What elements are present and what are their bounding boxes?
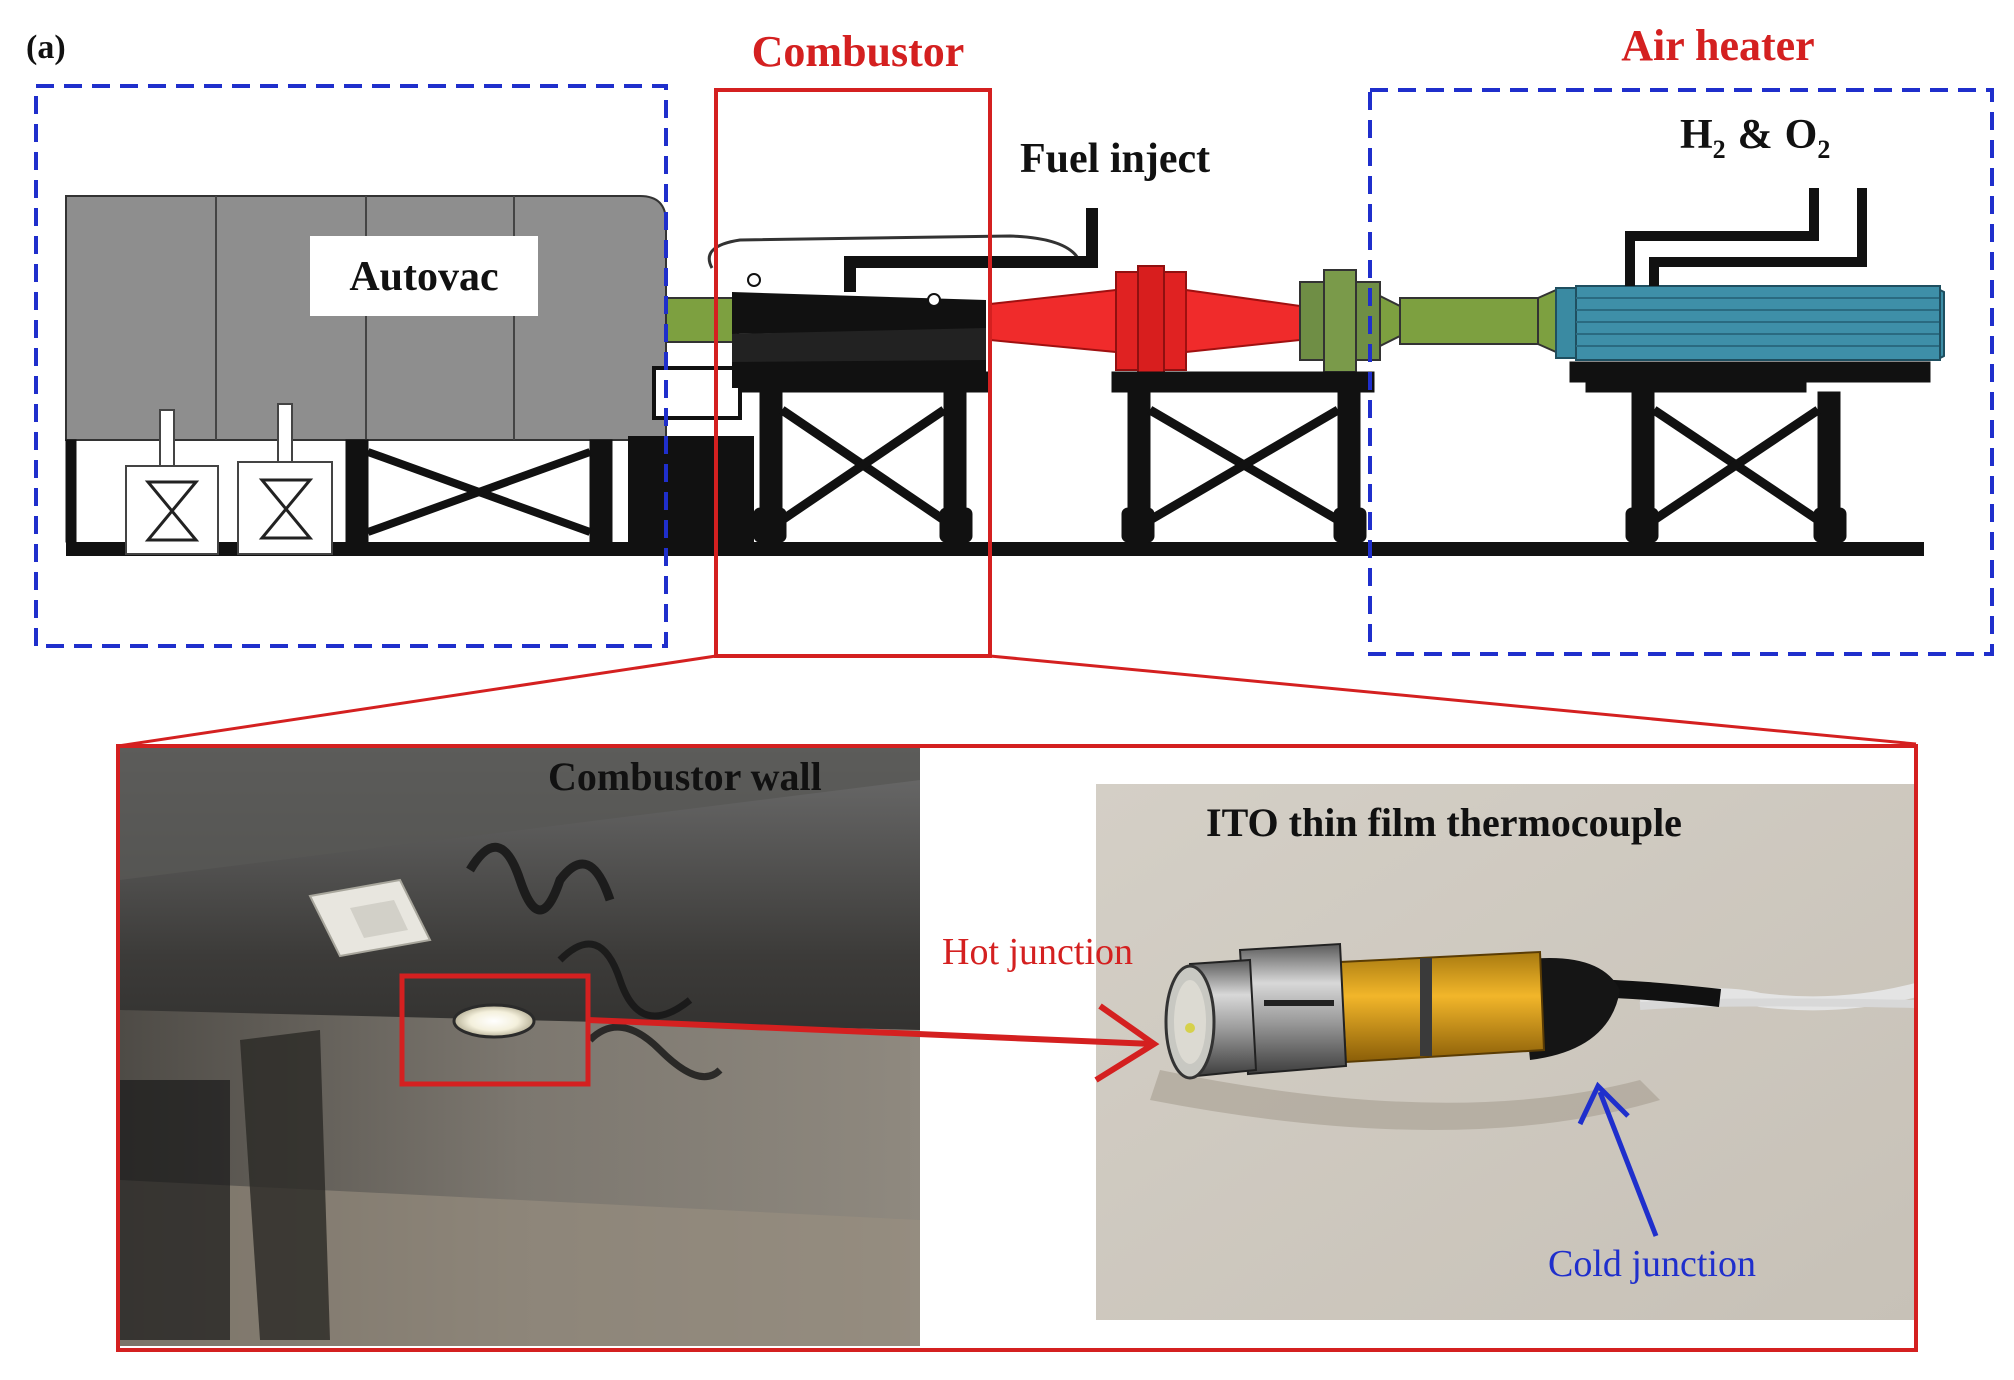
connector-box xyxy=(652,366,742,420)
cold-junction-body xyxy=(1520,958,1620,1060)
autovac-region-frame xyxy=(34,84,668,648)
valve-box-1 xyxy=(125,409,219,555)
autovac-tank: Autovac xyxy=(65,195,667,441)
h2-label: H xyxy=(1680,112,1713,158)
connection-arrow xyxy=(587,1017,1153,1047)
combustor-wall-label: Combustor wall xyxy=(548,754,822,799)
connection-arrowhead xyxy=(1094,1003,1160,1083)
nozzle-stand xyxy=(1111,371,1375,543)
h2-feed-line xyxy=(1625,188,1819,286)
valve-box-2 xyxy=(237,403,333,555)
ito-thermocouple-label: ITO thin film thermocouple xyxy=(1206,800,1682,845)
o2-feed-line xyxy=(1649,188,1867,286)
autovac-label: Autovac xyxy=(349,254,498,300)
autovac-support xyxy=(65,439,613,543)
zoom-line-left xyxy=(117,654,717,748)
hot-junction-label: Hot junction xyxy=(942,931,1133,973)
fuel-inject-label: Fuel inject xyxy=(1020,136,1210,182)
detail-inset-frame xyxy=(116,744,1918,1352)
autovac-label-box xyxy=(310,236,538,316)
air-heater-body xyxy=(1555,285,1945,361)
combustor-region-frame xyxy=(714,88,992,658)
thermocouple-yellow-body xyxy=(1338,950,1546,1064)
cold-junction-label: Cold junction xyxy=(1548,1243,1756,1285)
exhaust-duct xyxy=(665,297,739,343)
o2-label: O xyxy=(1785,112,1818,158)
h2-o2-label: H2&O2 xyxy=(1680,112,1830,164)
ground-rail xyxy=(66,542,1924,556)
combustor-label: Combustor xyxy=(752,27,965,76)
amp-label: & xyxy=(1738,112,1773,158)
combustor-wall-photo xyxy=(120,746,920,1346)
h2-subscript: 2 xyxy=(1713,135,1726,164)
fuel-inject-pipe xyxy=(844,208,1098,292)
sensor-highlight-box xyxy=(399,973,591,1087)
combustor-stand xyxy=(741,371,989,543)
heater-stand xyxy=(1569,361,1931,543)
cold-junction-arrow xyxy=(1597,1091,1659,1237)
pump-block xyxy=(628,436,754,554)
detail-inset: Combustor wall ITO thin film thermoc xyxy=(116,744,1918,1352)
air-heater-label: Air heater xyxy=(1621,21,1814,70)
o2-subscript: 2 xyxy=(1817,135,1830,164)
panel-label: (a) xyxy=(26,29,66,66)
sensor-hole xyxy=(452,1003,536,1039)
zoom-line-right xyxy=(989,654,1917,746)
red-nozzle xyxy=(989,265,1301,377)
green-coupling xyxy=(1299,269,1557,373)
air-heater-region-frame xyxy=(1368,88,1994,656)
thermocouple-photo xyxy=(1096,784,1918,1320)
cold-junction-arrowhead xyxy=(1577,1081,1630,1126)
